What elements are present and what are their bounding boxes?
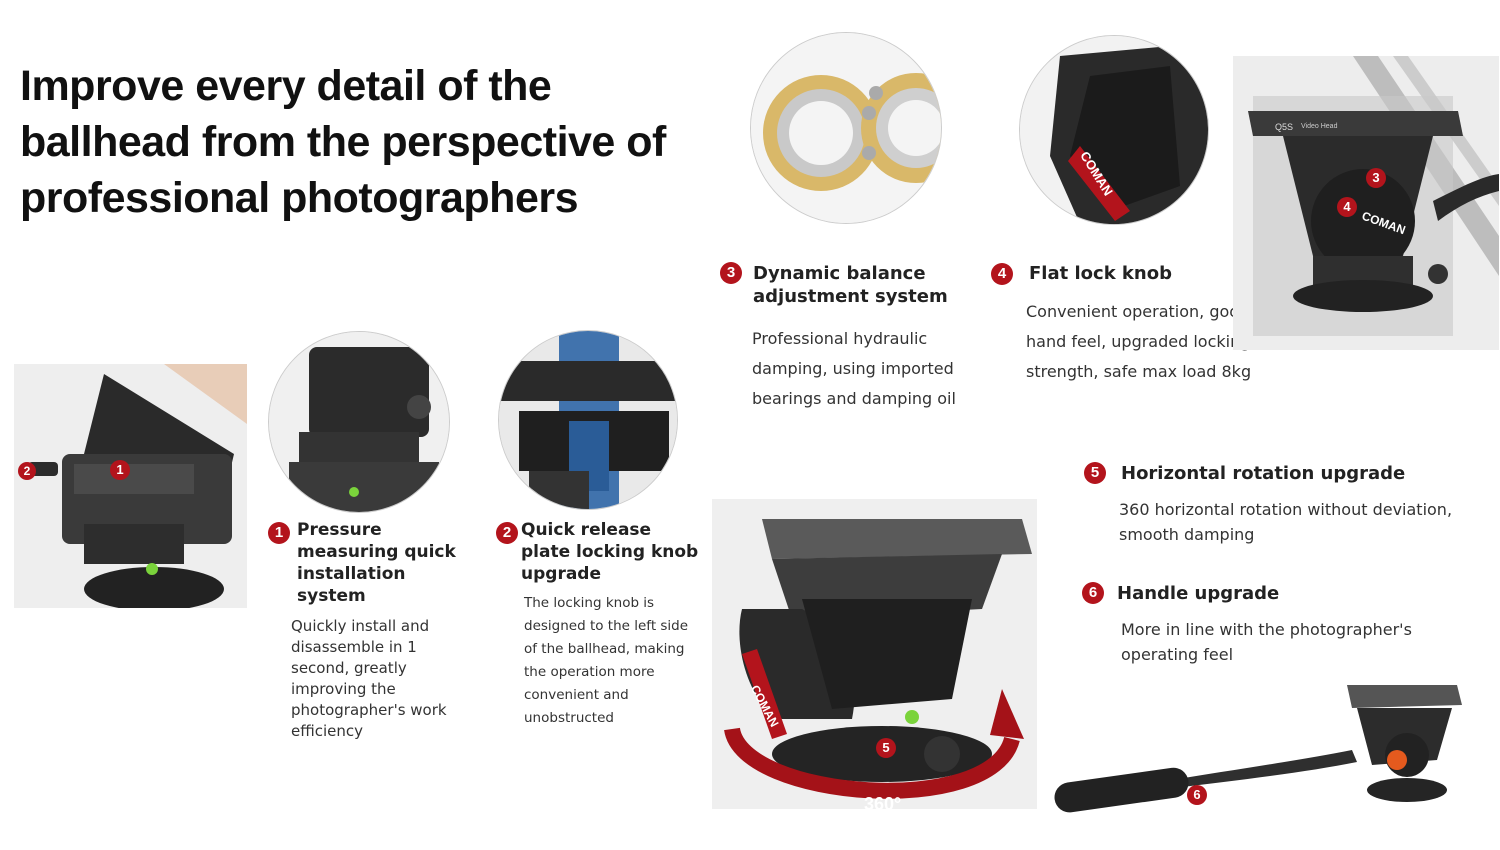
feature-number: 1	[268, 522, 290, 544]
feature-description: Convenient operation, good hand feel, up…	[1026, 302, 1252, 381]
model-sublabel: Video Head	[1301, 123, 1338, 130]
handle-photo: 6	[1052, 680, 1472, 815]
marker-4: 4	[1337, 197, 1357, 217]
model-label: Q5S	[1275, 122, 1294, 132]
camera-mount-closeup	[268, 331, 450, 513]
page-title: Improve every detail of the ballhead fro…	[20, 62, 666, 222]
feature-description: 360 horizontal rotation without deviatio…	[1119, 500, 1453, 544]
feature-title: Handle upgrade	[1117, 583, 1280, 604]
feature-1: 1 Pressure measuring quick installation …	[268, 519, 478, 742]
bearing-closeup	[750, 32, 942, 224]
feature-description: More in line with the photographer's ope…	[1121, 620, 1412, 664]
feature-3: 3 Dynamic balance adjustment system Prof…	[720, 262, 990, 414]
video-head-photo: Q5S Video Head 3 4 COMAN	[1233, 56, 1499, 350]
feature-number: 4	[991, 263, 1013, 285]
feature-5: 5 Horizontal rotation upgrade 360 horizo…	[1084, 462, 1494, 547]
feature-description: The locking knob is designed to the left…	[524, 595, 689, 726]
rotation-photo: COMAN 5 360°	[712, 499, 1037, 809]
feature-6: 6 Handle upgrade More in line with the p…	[1082, 582, 1492, 667]
feature-title: Quick release plate locking knob upgrade	[521, 520, 699, 584]
feature-title: Dynamic balance adjustment system	[753, 263, 948, 307]
feature-number: 6	[1082, 582, 1104, 604]
locking-knob-closeup	[498, 330, 678, 510]
marker-6: 6	[1187, 785, 1207, 805]
feature-4: 4 Flat lock knob Convenient operation, g…	[991, 262, 1261, 387]
marker-5: 5	[876, 738, 896, 758]
feature-description: Professional hydraulic damping, using im…	[752, 329, 956, 408]
feature-title: Horizontal rotation upgrade	[1121, 463, 1406, 484]
feature-description: Quickly install and disassemble in 1 sec…	[291, 617, 447, 740]
quick-install-photo: 2 1	[14, 364, 247, 608]
feature-number: 3	[720, 262, 742, 284]
feature-title: Pressure measuring quick installation sy…	[297, 520, 456, 606]
marker-3: 3	[1366, 168, 1386, 188]
feature-number: 5	[1084, 462, 1106, 484]
feature-title: Flat lock knob	[1029, 263, 1172, 284]
flat-lock-knob-closeup: COMAN	[1019, 35, 1209, 225]
rotation-label: 360°	[864, 794, 902, 809]
feature-number: 2	[496, 522, 518, 544]
marker-2: 2	[18, 462, 36, 480]
marker-1: 1	[110, 460, 130, 480]
feature-2: 2 Quick release plate locking knob upgra…	[496, 519, 706, 730]
